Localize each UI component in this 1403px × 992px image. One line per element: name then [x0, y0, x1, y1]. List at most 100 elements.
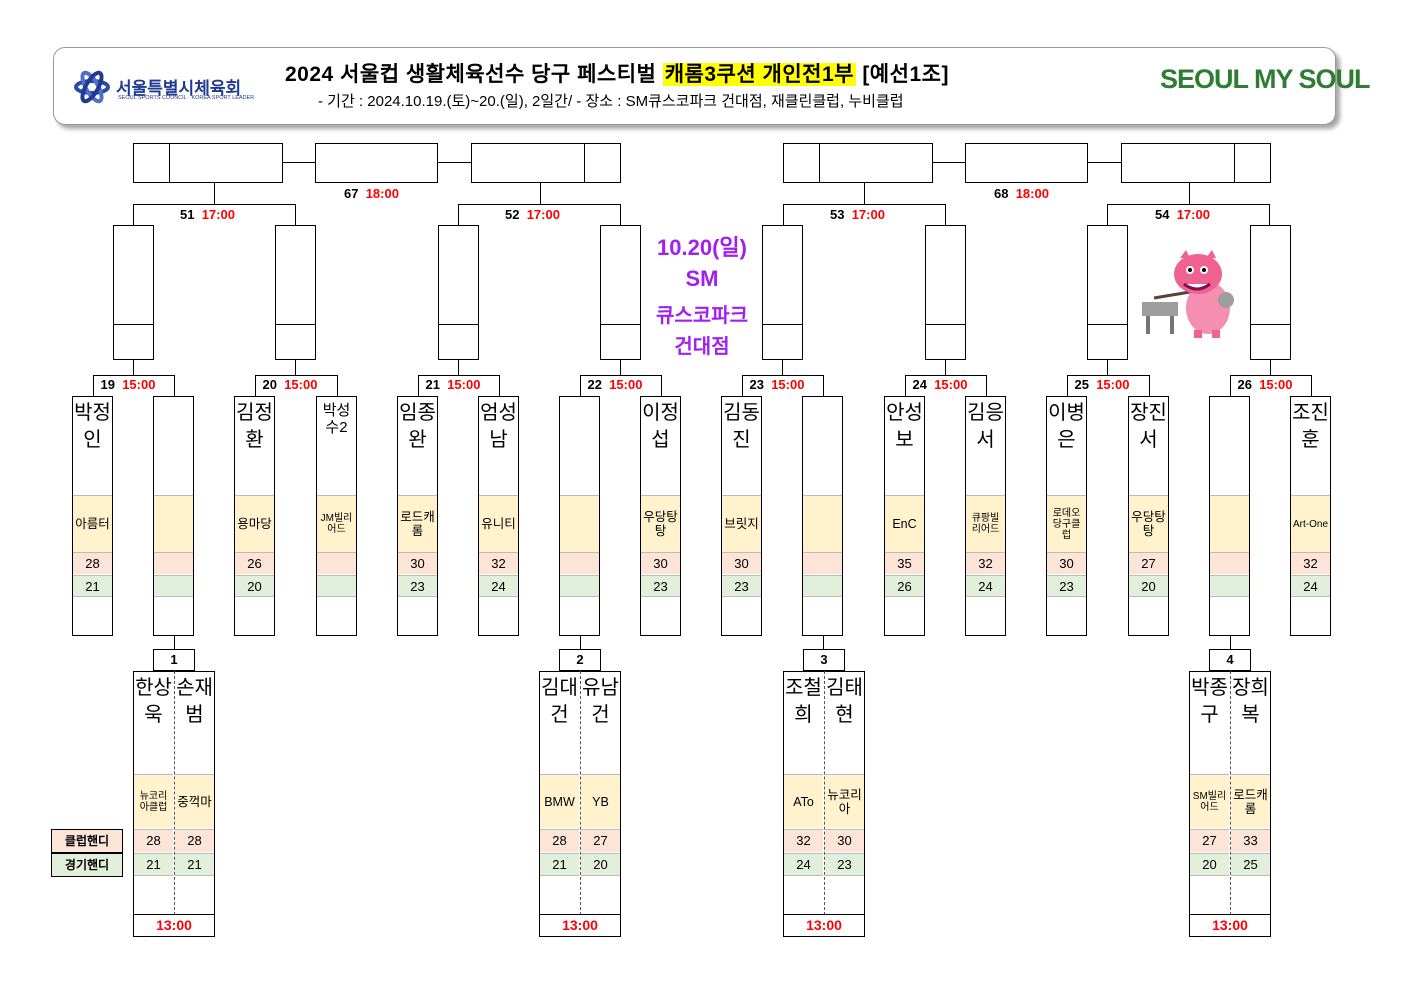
- club-handicap: 27: [581, 829, 620, 852]
- game-handicap: 23: [825, 853, 864, 876]
- game-handicap: 21: [175, 853, 214, 876]
- club-handicap: 28: [175, 829, 214, 852]
- match-label-25: 25 15:00: [1074, 377, 1130, 392]
- player-club: [1210, 495, 1249, 552]
- qf-slot-7: [1087, 225, 1128, 360]
- player-name: 조진훈: [1292, 402, 1329, 451]
- legend-game-handicap: 경기핸디: [51, 853, 123, 877]
- player-name: 이병은: [1048, 402, 1085, 451]
- qf-slot-5: [762, 225, 803, 360]
- brand-text: SEOUL MY SOUL: [1160, 64, 1371, 94]
- game-handicap: 24: [784, 853, 823, 876]
- player-name: 엄성남: [480, 402, 517, 451]
- player-name: 한상욱: [135, 677, 172, 726]
- player-club: [154, 495, 193, 552]
- player-name: 김태현: [826, 677, 863, 726]
- brand-logo: SEOUL MY SOUL: [1160, 64, 1371, 95]
- match-label-1: [153, 649, 195, 671]
- player-club: 뉴코리아: [825, 774, 864, 828]
- game-handicap: 23: [1047, 575, 1086, 597]
- match-label-23: 23 15:00: [749, 377, 805, 392]
- game-handicap: [154, 575, 193, 597]
- player-name: 박정인: [74, 402, 111, 451]
- club-handicap: 26: [235, 552, 274, 574]
- club-handicap: 28: [134, 829, 173, 852]
- player-name: [1209, 400, 1250, 494]
- match-label-4: [1209, 649, 1251, 671]
- final-slot-right-b: [1121, 143, 1271, 183]
- club-handicap: 30: [825, 829, 864, 852]
- club-handicap: 28: [540, 829, 579, 852]
- page-title: 2024 서울컵 생활체육선수 당구 페스티벌 캐롬3쿠션 개인전1부 [예선1…: [285, 63, 949, 86]
- club-handicap: 32: [1291, 552, 1330, 574]
- player-name: 조철희: [785, 677, 822, 726]
- player-club: [560, 495, 599, 552]
- game-handicap: 23: [722, 575, 761, 597]
- club-handicap: 27: [1190, 829, 1229, 852]
- match-time: 13:00: [806, 917, 842, 933]
- match-label-22: 22 15:00: [587, 377, 643, 392]
- club-handicap: [560, 552, 599, 574]
- game-handicap: 21: [540, 853, 579, 876]
- player-name: 이정섭: [642, 402, 679, 451]
- player-club: EnC: [885, 495, 924, 552]
- club-handicap: [154, 552, 193, 574]
- match-label-19: 19 15:00: [100, 377, 156, 392]
- player-club: [803, 495, 842, 552]
- player-name: 김동진: [723, 402, 760, 451]
- player-name: 김대건: [541, 677, 578, 726]
- player-club: 유니티: [479, 495, 518, 552]
- qf-slot-6: [925, 225, 966, 360]
- event-period-venue: - 기간 : 2024.10.19.(토)~20.(일), 2일간/ - 장소 …: [318, 93, 904, 110]
- player-club: SM빌리어드: [1190, 774, 1229, 828]
- match-label-21: 21 15:00: [425, 377, 481, 392]
- player-name: 유남건: [582, 677, 619, 726]
- game-handicap: [560, 575, 599, 597]
- club-handicap: 30: [398, 552, 437, 574]
- player-club: 중꺽마: [175, 774, 214, 828]
- player-name: 김응서: [967, 402, 1004, 451]
- game-handicap: 21: [134, 853, 173, 876]
- club-handicap: 35: [885, 552, 924, 574]
- qf-slot-3: [438, 225, 479, 360]
- game-handicap: 21: [73, 575, 112, 597]
- venue-line-3: 건대점: [674, 336, 730, 358]
- player-club: YB: [581, 774, 620, 828]
- club-handicap: 28: [73, 552, 112, 574]
- club-handicap: 33: [1231, 829, 1270, 852]
- player-name: [559, 400, 600, 494]
- player-name: 장희복: [1232, 677, 1269, 726]
- game-handicap: 20: [1190, 853, 1229, 876]
- player-name: 임종완: [399, 402, 436, 451]
- match-label-24: 24 15:00: [912, 377, 968, 392]
- match-time: 13:00: [562, 917, 598, 933]
- player-club: 로드캐롬: [398, 495, 437, 552]
- player-name: 손재범: [176, 677, 213, 726]
- game-handicap: 23: [641, 575, 680, 597]
- player-name: 박종구: [1191, 677, 1228, 726]
- match-label-51: 51 17:00: [180, 207, 235, 222]
- player-club: 뉴코리아클럽: [134, 774, 173, 828]
- venue-line-2: 큐스코파크: [656, 305, 748, 327]
- final-slot-67: [315, 143, 438, 183]
- game-handicap: [1210, 575, 1249, 597]
- club-handicap: [1210, 552, 1249, 574]
- club-handicap: 30: [722, 552, 761, 574]
- game-handicap: 20: [235, 575, 274, 597]
- player-name: 박성수2: [322, 402, 351, 436]
- player-name: [153, 400, 194, 494]
- player-club: 로데오당구클럽: [1047, 495, 1086, 552]
- player-name: [802, 400, 843, 494]
- qf-slot-4: [600, 225, 641, 360]
- game-handicap: 26: [885, 575, 924, 597]
- player-club: 아름터: [73, 495, 112, 552]
- club-handicap: 27: [1129, 552, 1168, 574]
- club-handicap: [803, 552, 842, 574]
- game-handicap: [803, 575, 842, 597]
- player-club: BMW: [540, 774, 579, 828]
- game-handicap: 24: [1291, 575, 1330, 597]
- match-time: 13:00: [156, 917, 192, 933]
- org-name: 서울특별시체육회: [116, 79, 242, 98]
- club-handicap: 32: [966, 552, 1005, 574]
- player-club: 브릿지: [722, 495, 761, 552]
